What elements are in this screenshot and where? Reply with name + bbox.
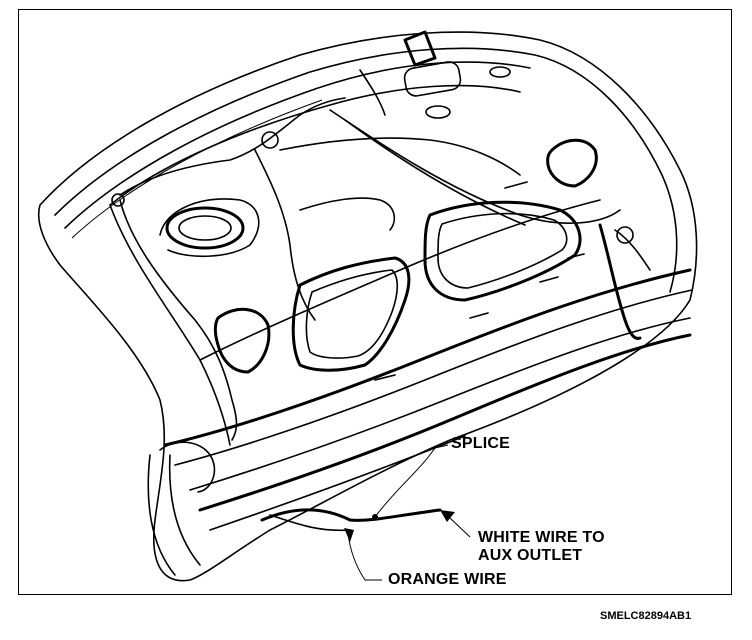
lid-outer-edge xyxy=(37,31,698,582)
cross-brace-2 xyxy=(344,119,526,226)
white-wire-leader xyxy=(449,517,471,538)
diagram-frame xyxy=(18,9,732,595)
access-hole-1 xyxy=(425,105,451,119)
cross-brace xyxy=(329,109,621,224)
left-wing-inner xyxy=(168,454,201,566)
slot-3 xyxy=(374,374,396,381)
hinge-plate xyxy=(403,61,462,97)
harness-wire-mid xyxy=(299,197,396,231)
harness-wire-right xyxy=(598,223,642,340)
white-wire xyxy=(260,508,442,522)
slot-4 xyxy=(469,312,489,319)
opening-right-inner xyxy=(437,212,568,289)
lower-band-wire xyxy=(198,333,692,512)
orange-wire-callout: ORANGE WIRE xyxy=(388,571,507,588)
orange-wire xyxy=(269,514,351,532)
harness-wire-top xyxy=(119,97,346,196)
harness-wire-down xyxy=(254,149,316,321)
harness-wire-left xyxy=(119,199,238,441)
opening-top-right xyxy=(546,138,598,188)
inner-panel-left xyxy=(109,204,231,446)
top-bracket-stem xyxy=(359,69,386,116)
lock-housing xyxy=(159,198,260,258)
grommet-2 xyxy=(261,131,279,149)
lid-rim-line xyxy=(64,61,531,229)
slot-2 xyxy=(539,276,559,283)
splice-callout: SPLICE xyxy=(451,435,510,452)
access-hole-2 xyxy=(489,66,511,78)
opening-left xyxy=(213,307,271,374)
opening-center xyxy=(291,256,411,372)
left-wing-curl xyxy=(159,441,216,493)
opening-right xyxy=(423,200,582,302)
grommet-3 xyxy=(616,226,634,244)
lid-inner-edge xyxy=(54,47,678,293)
inner-panel-top xyxy=(109,84,521,206)
left-wing-outer xyxy=(147,454,176,576)
grommet-1 xyxy=(111,193,125,207)
harness-wire-right-2 xyxy=(614,229,651,271)
lower-band-outer xyxy=(163,268,692,447)
orange-wire-arrow xyxy=(344,528,354,542)
slot-1 xyxy=(504,181,528,189)
lower-band-line-3 xyxy=(209,435,466,531)
top-bracket xyxy=(403,30,437,67)
white-wire-arrow xyxy=(440,510,455,522)
lock-assembly-inner xyxy=(178,215,232,241)
lid-rim-line-2 xyxy=(71,99,323,239)
orange-wire-leader xyxy=(347,532,382,581)
lower-band-line-1 xyxy=(174,289,693,466)
lower-band-line-2 xyxy=(189,317,691,491)
figure-code: SMELC82894AB1 xyxy=(600,610,692,622)
upper-shelf xyxy=(279,137,521,176)
lock-assembly-ring xyxy=(165,206,245,250)
white-wire-callout-line2: AUX OUTLET xyxy=(478,547,583,564)
opening-center-inner xyxy=(305,269,399,359)
white-wire-callout-line1: WHITE WIRE TO xyxy=(478,529,605,546)
splice-leader xyxy=(374,444,449,518)
slot-5 xyxy=(567,253,585,259)
